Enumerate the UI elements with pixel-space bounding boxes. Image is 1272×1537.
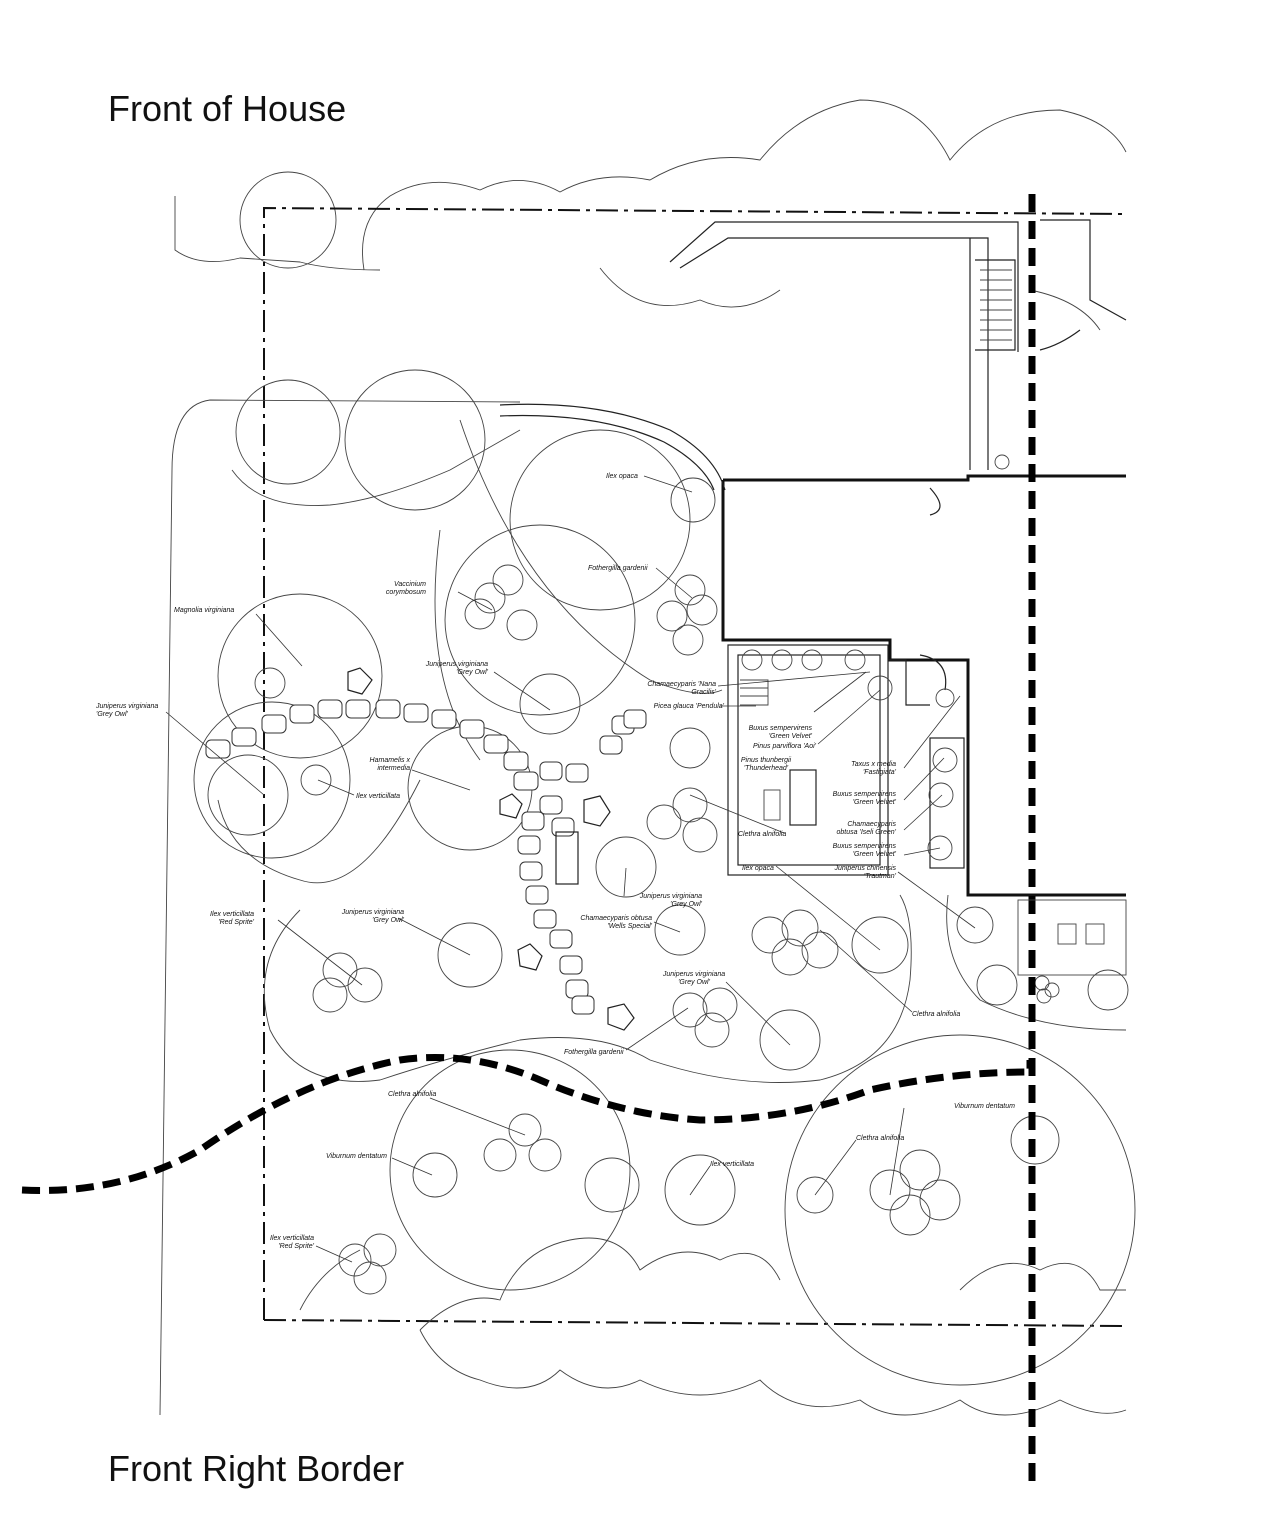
property-line (263, 206, 1127, 1327)
front-walk (669, 219, 1127, 470)
plant-label: Viburnum dentatum (954, 1103, 1015, 1110)
plant-label: Fothergilla gardenii (564, 1049, 624, 1056)
plant-label: Juniperus virginiana'Grey Owl' (425, 661, 489, 676)
plant-label: Juniperus virginiana'Grey Owl' (662, 971, 725, 986)
plant-label: Juniperus chinensis'Trautman' (834, 865, 897, 880)
plant-label: Juniperus virginiana'Grey Owl' (341, 909, 405, 924)
plant-label: Buxus sempervirens'Green Velvet' (833, 791, 897, 806)
plant-label: Ilex verticillata (710, 1161, 754, 1168)
plant-labels: Ilex opaca Fothergilla gardenii Vacciniu… (95, 473, 1015, 1250)
plant-label: Ilex verticillata'Red Sprite' (270, 1235, 315, 1250)
plant-label: Buxus sempervirens'Green Velvet' (833, 843, 897, 858)
plant-label: Pinus parviflora 'Aoi' (753, 743, 817, 750)
plant-label: Magnolia virginiana (174, 607, 234, 614)
left-curb-line (159, 399, 521, 1416)
plant-canopies (193, 369, 1136, 1386)
plant-label: Ilex verticillata'Red Sprite' (210, 911, 255, 926)
plant-label: Clethra alnifolia (738, 831, 786, 838)
bed-outlines (217, 419, 1127, 1083)
plant-label: Clethra alnifolia (388, 1091, 436, 1098)
plant-label: Buxus sempervirens'Green Velvet' (749, 725, 813, 740)
street-tree-canopy (174, 99, 1127, 331)
stone-edging (499, 403, 726, 491)
plant-label: Fothergilla gardenii (588, 565, 648, 572)
plant-label: Taxus x media'Fastigiata' (851, 761, 897, 776)
garage-area (1017, 899, 1127, 976)
plant-label: Ilex opaca (742, 865, 774, 872)
plan-title-bottom: Front Right Border (108, 1448, 405, 1489)
hedge-scallops (299, 1237, 1127, 1416)
plant-label: Clethra alnifolia (856, 1135, 904, 1142)
border-edge-dashed (21, 1054, 1034, 1194)
plant-label: Juniperus virginiana'Grey Owl' (639, 893, 703, 908)
stone-edging-inner (499, 414, 715, 491)
plan-title-top: Front of House (108, 88, 347, 129)
plant-label: Chamaecyparis obtusa'Wells Special' (580, 915, 652, 930)
plant-label: Picea glauca 'Pendula' (654, 703, 725, 710)
shrub-clusters (312, 564, 1060, 1295)
stepping-stones (205, 667, 647, 1031)
leader-lines (165, 475, 976, 1263)
foundation-bed (727, 644, 965, 876)
plant-label: Ilex verticillata (356, 793, 400, 800)
plant-label: Pinus thunbergii'Thunderhead' (741, 757, 792, 772)
plant-label: Juniperus virginiana'Grey Owl' (95, 703, 158, 718)
plant-label: Viburnum dentatum (326, 1153, 387, 1160)
plant-label: Clethra alnifolia (912, 1011, 960, 1018)
plant-label: Ilex opaca (606, 473, 638, 480)
